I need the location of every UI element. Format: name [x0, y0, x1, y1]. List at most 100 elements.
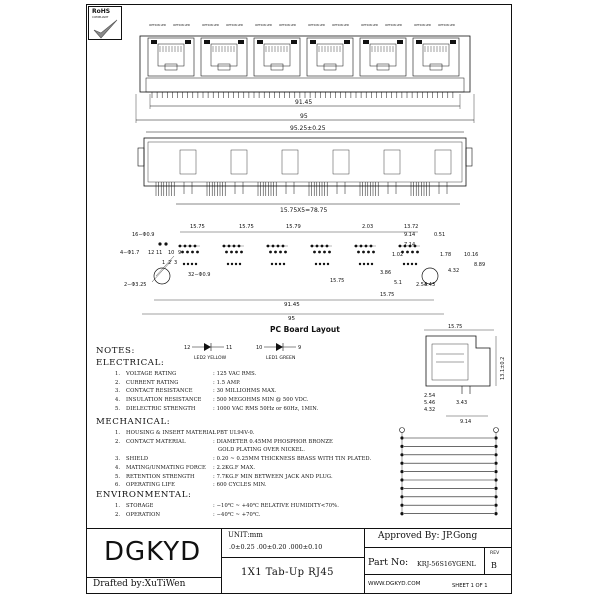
mechanical-item-value-cont: GOLD PLATING OVER NICKEL. [218, 447, 305, 454]
led-window [416, 40, 422, 44]
led-window [151, 40, 157, 44]
environmental-item-value: : −40℃ ~ +70℃. [213, 511, 261, 518]
mechanical-item-value: : PBT UL94V-0. [213, 430, 255, 436]
pcb-hole [230, 250, 233, 254]
pcb-hole [182, 262, 186, 266]
mechanical-heading: MECHANICAL: [96, 417, 171, 427]
led-housing [230, 149, 248, 175]
pcb-holes16: 16−Φ0.9 [132, 232, 154, 238]
pcb-pin3: 3 [174, 260, 177, 266]
pin-terminal [493, 427, 499, 433]
side-dim-4: 4.32 [424, 407, 435, 413]
jack-latch [270, 63, 284, 71]
pcb-hole [362, 262, 366, 266]
electrical-item-value: : 1000 VAC RMS 50Hz or 60Hz, 1MIN. [213, 405, 319, 412]
mechanical-item-number: 5. [115, 473, 121, 480]
pcb-hole [313, 250, 316, 254]
jack-latch [164, 63, 178, 71]
pcb-hole [190, 262, 194, 266]
pin-terminal [399, 427, 405, 433]
pcb-hole [314, 262, 318, 266]
jack-latch [323, 63, 337, 71]
electrical-item-value: : 1.5 AMP. [213, 379, 241, 386]
side-view: 15.75 13.1±0.2 2.54 5.46 4.32 3.43 9.14 [424, 324, 506, 425]
pcb-dim-5-1: 5.1 [394, 280, 402, 286]
side-dim-0: 15.75 [448, 324, 462, 330]
jack-latch [376, 63, 390, 71]
jack-opening [369, 43, 397, 67]
sheet-info: SHEET 1 OF 1 [452, 583, 488, 589]
pcb-hole [366, 262, 370, 266]
pcb-hole [269, 250, 272, 254]
bottom-dim-pitch: 15.75X5=78.75 [280, 207, 327, 214]
led-housing [434, 149, 452, 175]
side-dim-3: 5.46 [424, 400, 435, 406]
side-dim-1: 13.1±0.2 [500, 357, 506, 380]
pcb-hole [322, 262, 326, 266]
pcb-dim-3-43: 3.43 [424, 282, 435, 288]
pcb-hole [225, 250, 228, 254]
mechanical-item-value: : 0.20 ~ 0.25MM THICKNESS BRASS WITH TIN… [213, 456, 372, 463]
pcb-hole [278, 262, 282, 266]
mechanical-item-label: HOUSING & INSERT MATERIAL [126, 430, 216, 436]
pcb-dim-0-51: 0.51 [434, 232, 445, 238]
pcb-hole [282, 262, 286, 266]
pcb-hole [181, 250, 184, 254]
pcb-pin2: 2 [168, 260, 171, 266]
led-schematic: 12 11 LED2 YELLOW 10 9 LED1 GREEN [184, 343, 301, 361]
jack-port [412, 37, 460, 77]
pcb-hole [240, 250, 243, 254]
pcb-hole [406, 250, 409, 254]
pcb-dim-10-16: 10.16 [464, 252, 478, 258]
tolerance-text: .0±0.25 .00±0.20 .000±0.10 [229, 543, 323, 551]
led-window [185, 40, 191, 44]
part-number: KRJ-56S16YGENL [417, 560, 476, 568]
jack-latch [429, 63, 443, 71]
led-housing [332, 149, 350, 175]
shield-tab [137, 147, 145, 167]
option-led-label: OPTION LED [385, 23, 402, 27]
pcb-hole [186, 250, 189, 254]
product-name: 1X1 Tab-Up RJ45 [241, 567, 334, 578]
pcb-hole [402, 262, 406, 266]
pcb-hole [416, 250, 419, 254]
pcb-hole [186, 262, 190, 266]
pcb-hole [191, 250, 194, 254]
jack-port [147, 37, 195, 77]
pcb-dim-7-14: 7.14 [404, 242, 415, 248]
jack-opening [263, 43, 291, 67]
shield-tab [465, 147, 473, 167]
front-dim-inner: 91.45 [295, 99, 312, 106]
approved-by: Approved By: JP.Gong [378, 531, 478, 541]
environmental-item-number: 1. [115, 503, 121, 509]
electrical-item-number: 4. [115, 397, 121, 404]
pcb-holes4: 4−Φ1.7 [120, 250, 139, 256]
company-logo-text: DGKYD [104, 537, 202, 567]
unit-label: UNIT:mm [228, 531, 263, 539]
part-label: Part No: [368, 557, 409, 568]
electrical-item-number: 5. [115, 405, 121, 412]
option-led-label: OPTION LED [149, 23, 166, 27]
pcb-dim-8-89: 8.89 [474, 262, 485, 268]
pcb-hole [401, 250, 404, 254]
pcb-hole [406, 262, 410, 266]
led-window [204, 40, 210, 44]
electrical-item-number: 3. [115, 388, 121, 395]
led2-pin-right: 11 [226, 345, 232, 351]
electrical-item-number: 2. [115, 379, 121, 386]
mechanical-item-number: 2. [115, 438, 121, 445]
rohs-logo: RoHS COMPLIANT [88, 6, 122, 40]
bottom-dim-top: 95.25±0.25 [290, 125, 326, 132]
pcb-pitch-2: 15.75 [239, 224, 254, 230]
option-led-label: OPTION LED [438, 23, 455, 27]
pcb-dim-3-86: 3.86 [380, 270, 391, 276]
rev-value: B [491, 561, 497, 570]
mechanical-item-number: 1. [115, 430, 121, 436]
led1-pin-left: 10 [256, 345, 262, 351]
environmental-item-value: : −10℃ ~ +40℃ RELATIVE HUMIDITY<70%. [213, 503, 339, 509]
led-housing [179, 149, 197, 175]
pcb-hole [367, 250, 370, 254]
option-led-label: OPTION LED [226, 23, 243, 27]
electrical-item-number: 1. [115, 371, 121, 377]
mechanical-item-number: 6. [115, 482, 121, 489]
